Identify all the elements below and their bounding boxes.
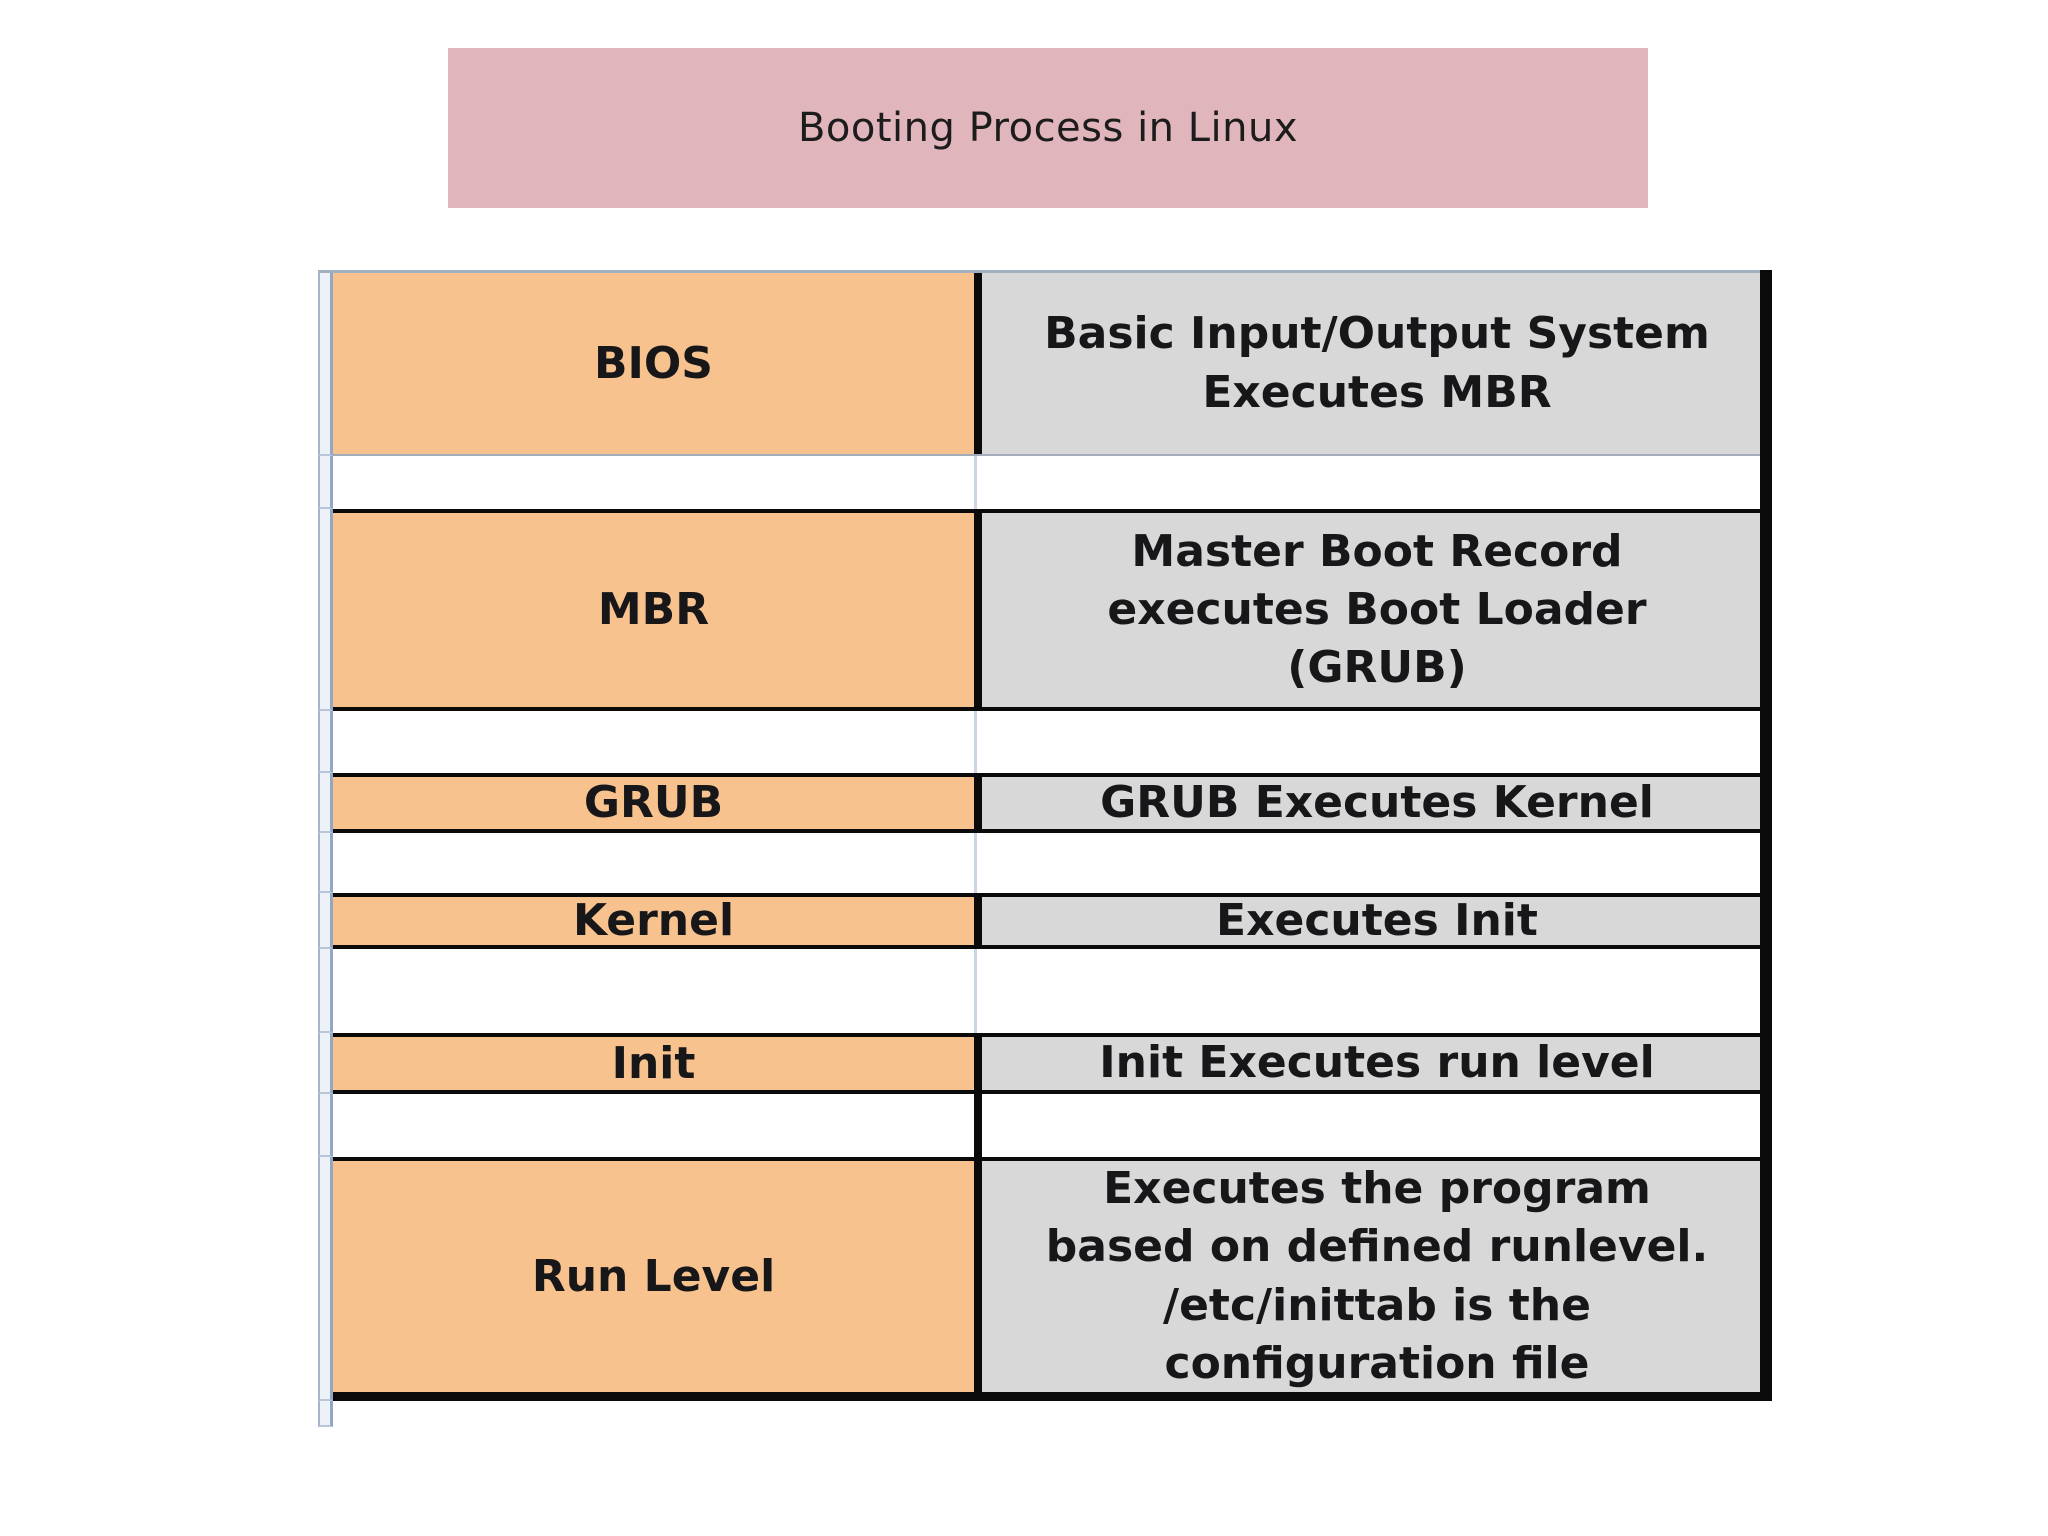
column-divider (974, 897, 982, 945)
mbr-description: Master Boot Record executes Boot Loader … (1107, 525, 1647, 694)
kernel-description-cell: Executes Init (982, 895, 1772, 946)
column-divider (974, 1094, 982, 1157)
sheet-gutter-cell (318, 1033, 333, 1094)
spacer-row (318, 1094, 1772, 1157)
column-divider-light (974, 833, 982, 893)
sheet-gutter-cell (318, 509, 333, 711)
sheet-gutter-cell (318, 893, 333, 949)
bios-label-cell: BIOS (333, 273, 974, 454)
grub-description: GRUB Executes Kernel (1100, 776, 1654, 828)
column-divider-light (974, 456, 982, 509)
page-title: Booting Process in Linux (797, 105, 1299, 151)
run-level-description: Executes the program based on defined ru… (1045, 1163, 1709, 1389)
table-row-run-level: Run Level Executes the program based on … (318, 1157, 1772, 1401)
column-divider (974, 273, 982, 454)
spacer-row (318, 711, 1772, 773)
mbr-label: MBR (597, 584, 710, 636)
column-divider-light (974, 949, 982, 1033)
sheet-gutter-cell (318, 833, 333, 893)
kernel-label-cell: Kernel (333, 895, 974, 946)
table-right-border (1760, 270, 1772, 1401)
run-level-label: Run Level (531, 1250, 776, 1302)
table-row-init: Init Init Executes run level (318, 1033, 1772, 1094)
mbr-label-cell: MBR (333, 513, 974, 707)
column-divider (974, 513, 982, 707)
table-row-bios: BIOS Basic Input/Output System Executes … (318, 273, 1772, 456)
grub-description-cell: GRUB Executes Kernel (982, 777, 1772, 829)
kernel-label: Kernel (572, 895, 735, 947)
sheet-gutter-cell (318, 273, 333, 456)
column-divider-light (974, 711, 982, 773)
run-level-description-cell: Executes the program based on defined ru… (982, 1161, 1772, 1392)
init-description-cell: Init Executes run level (982, 1037, 1772, 1090)
column-divider (974, 1161, 982, 1392)
init-label: Init (611, 1037, 696, 1089)
sheet-gutter-cell (318, 773, 333, 833)
grub-label: GRUB (583, 777, 724, 829)
sheet-gutter-cell (318, 1094, 333, 1157)
sheet-gutter-cell (318, 1157, 333, 1401)
bios-description: Basic Input/Output System Executes MBR (1044, 308, 1710, 418)
kernel-description: Executes Init (1216, 894, 1538, 946)
sheet-gutter-cell (318, 711, 333, 773)
mbr-description-cell: Master Boot Record executes Boot Loader … (982, 513, 1772, 707)
sheet-gutter-cell (318, 456, 333, 509)
table-row-mbr: MBR Master Boot Record executes Boot Loa… (318, 509, 1772, 711)
table-row-kernel: Kernel Executes Init (318, 893, 1772, 949)
init-description: Init Executes run level (1099, 1037, 1655, 1089)
sheet-gutter-stub (318, 1401, 333, 1427)
sheet-gutter-cell (318, 949, 333, 1033)
title-banner: Booting Process in Linux (448, 48, 1648, 208)
booting-process-table: BIOS Basic Input/Output System Executes … (318, 270, 1772, 1427)
run-level-label-cell: Run Level (333, 1161, 974, 1392)
column-divider (974, 777, 982, 829)
spacer-row (318, 949, 1772, 1033)
init-label-cell: Init (333, 1037, 974, 1090)
spacer-row (318, 456, 1772, 509)
column-divider (974, 1037, 982, 1090)
spacer-row (318, 833, 1772, 893)
bios-description-cell: Basic Input/Output System Executes MBR (982, 273, 1772, 454)
table-row-grub: GRUB GRUB Executes Kernel (318, 773, 1772, 833)
bios-label: BIOS (593, 337, 713, 389)
grub-label-cell: GRUB (333, 777, 974, 829)
